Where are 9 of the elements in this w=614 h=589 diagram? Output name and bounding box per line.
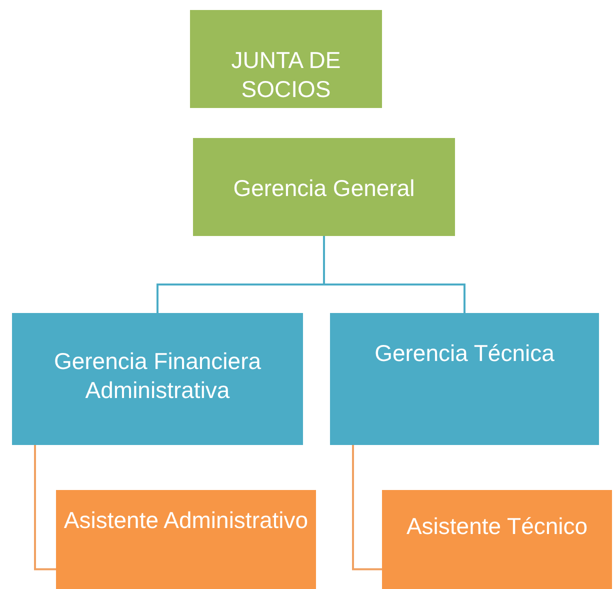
assistant-box: Asistente Técnico <box>382 490 612 589</box>
department-box: Gerencia Financiera Administrativa <box>12 313 303 445</box>
connector-line <box>352 445 382 570</box>
manager-box: Gerencia General <box>193 138 455 236</box>
assistant-box: Asistente Administrativo <box>56 490 316 589</box>
department-box: Gerencia Técnica <box>330 313 599 445</box>
board-box: JUNTA DE SOCIOS <box>190 10 382 108</box>
org-connector <box>323 236 466 313</box>
connector-line <box>34 445 56 570</box>
